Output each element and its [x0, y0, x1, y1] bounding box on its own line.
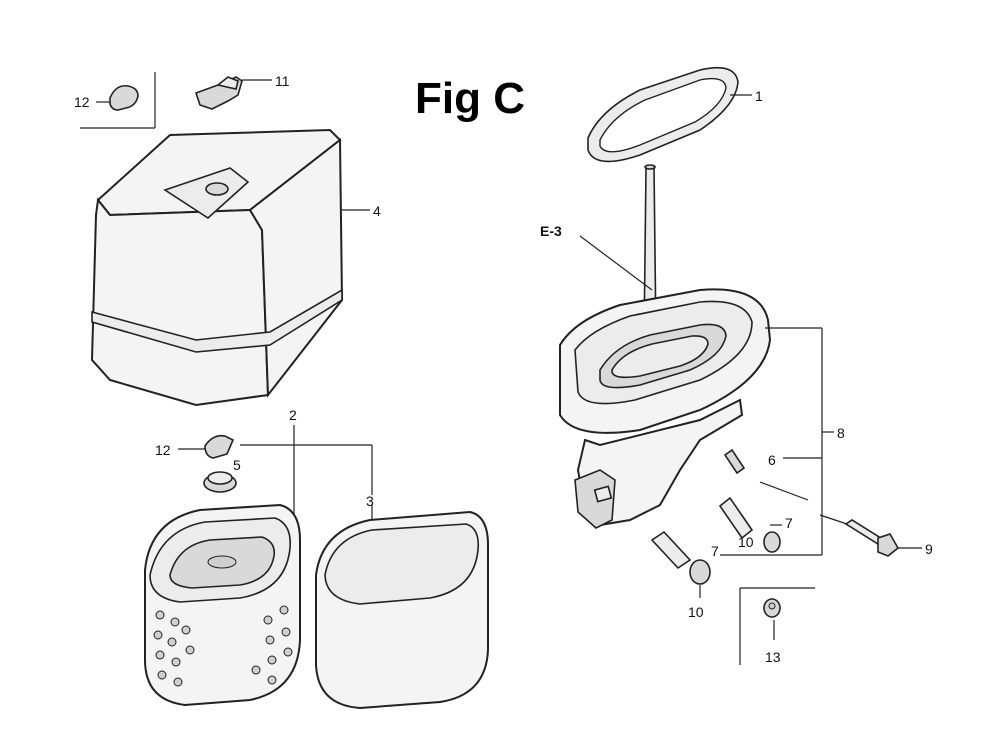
bracket-2-3-5: [178, 425, 373, 520]
part-4-cover: [90, 128, 370, 407]
callout-9: 9: [925, 541, 933, 557]
callout-2: 2: [289, 407, 297, 423]
callout-6: 6: [768, 452, 776, 468]
part-10-grommet-lower: [689, 559, 711, 585]
part-9-bolt: [844, 519, 922, 557]
clip-part: [109, 84, 139, 111]
part-7-tube-upper: [718, 496, 754, 540]
part-3-foam-precleaner: [315, 510, 489, 710]
part-1-gasket: [587, 66, 752, 163]
figure-title: Fig C: [415, 74, 525, 123]
callout-7-lower: 7: [711, 543, 719, 559]
reference-leader: [579, 235, 653, 291]
part-5-grommet: [203, 471, 237, 493]
callout-13: 13: [765, 649, 781, 665]
part-12-clip: [204, 434, 235, 459]
part-11-wing-nut: [194, 76, 272, 110]
part-6-pin: [723, 448, 746, 475]
callout-4: 4: [373, 203, 381, 219]
callout-12-mid: 12: [155, 442, 171, 458]
part-10-grommet-upper: [763, 531, 781, 553]
callout-1: 1: [755, 88, 763, 104]
callout-11: 11: [275, 73, 290, 89]
callout-5: 5: [233, 457, 241, 473]
filter-holes: [153, 605, 293, 687]
callout-8: 8: [837, 425, 845, 441]
callout-10-lower: 10: [688, 604, 704, 620]
callout-3: 3: [366, 493, 374, 509]
bracket-8: [720, 327, 851, 556]
part-12-inset: [80, 72, 156, 129]
reference-e3: E-3: [540, 223, 562, 239]
part-8-case: [559, 288, 772, 529]
callout-12-top: 12: [74, 94, 90, 110]
part-7-tube-lower: [650, 530, 692, 570]
part-13-inset: [739, 587, 815, 665]
callout-7-upper: 7: [785, 515, 793, 531]
part-2-filter-element: [144, 503, 301, 707]
